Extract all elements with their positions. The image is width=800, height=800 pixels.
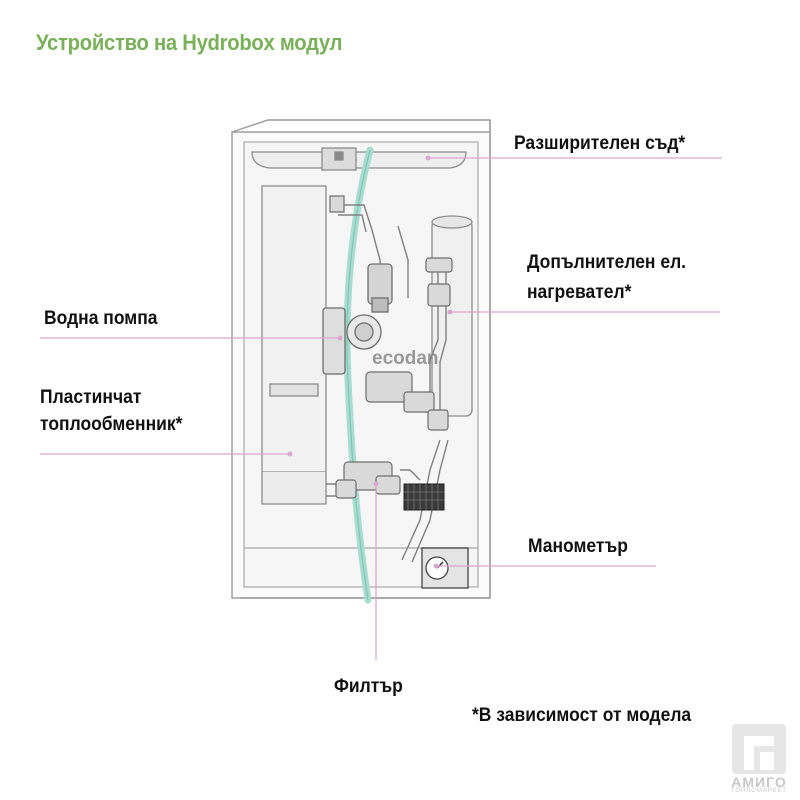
amigo-logo-icon: [732, 724, 786, 774]
leader-endpoints: [287, 155, 453, 569]
label-pressure-gauge: Манометър: [528, 536, 628, 557]
label-expansion-vessel: Разширителен съд*: [514, 133, 686, 154]
watermark-tagline: ТОПЛОМАРКЕТ: [730, 788, 788, 794]
page-title: Устройство на Hydrobox модул: [36, 30, 343, 55]
plate-heat-exchanger: [261, 185, 327, 505]
amigo-watermark-logo: АМИГО ТОПЛОМАРКЕТ: [722, 720, 796, 796]
water-pump: [322, 263, 393, 375]
label-booster-heater: Допълнителен ел. нагревател*: [527, 252, 687, 303]
ecodan-logo: ecodan: [372, 348, 439, 369]
filter-element: [403, 483, 445, 511]
label-filter: Филтър: [334, 676, 403, 697]
leader-lines: [40, 157, 722, 660]
watermark-name: АМИГО: [731, 774, 787, 790]
expansion-vessel: [251, 147, 467, 171]
valves: [329, 195, 453, 499]
footnote: *В зависимост от модела: [472, 705, 692, 726]
label-plate-heat-exchanger: Пластинчат топлообменник*: [40, 387, 183, 435]
pressure-gauge: [421, 547, 469, 589]
label-water-pump: Водна помпа: [44, 308, 158, 329]
